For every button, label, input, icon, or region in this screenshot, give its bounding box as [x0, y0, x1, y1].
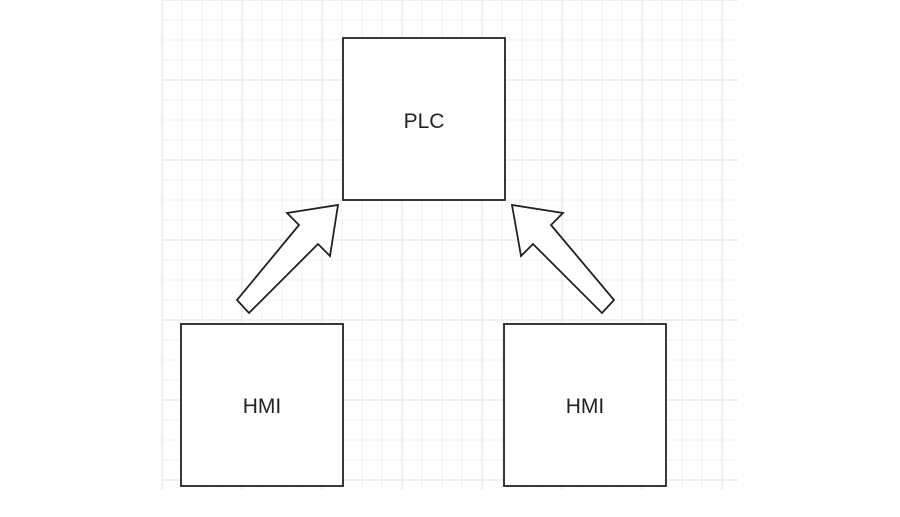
- arrow-left-to-plc[interactable]: [235, 203, 340, 315]
- plc-node[interactable]: PLC: [342, 37, 506, 201]
- plc-label: PLC: [404, 110, 445, 133]
- hmi-left-box: [180, 323, 344, 487]
- hmi-left-node[interactable]: HMI: [180, 323, 344, 487]
- hmi-left-label: HMI: [243, 395, 282, 418]
- hmi-right-label: HMI: [566, 395, 605, 418]
- hmi-right-box: [503, 323, 667, 487]
- arrow-right-to-plc[interactable]: [510, 203, 616, 315]
- plc-box: [342, 37, 506, 201]
- hmi-right-node[interactable]: HMI: [503, 323, 667, 487]
